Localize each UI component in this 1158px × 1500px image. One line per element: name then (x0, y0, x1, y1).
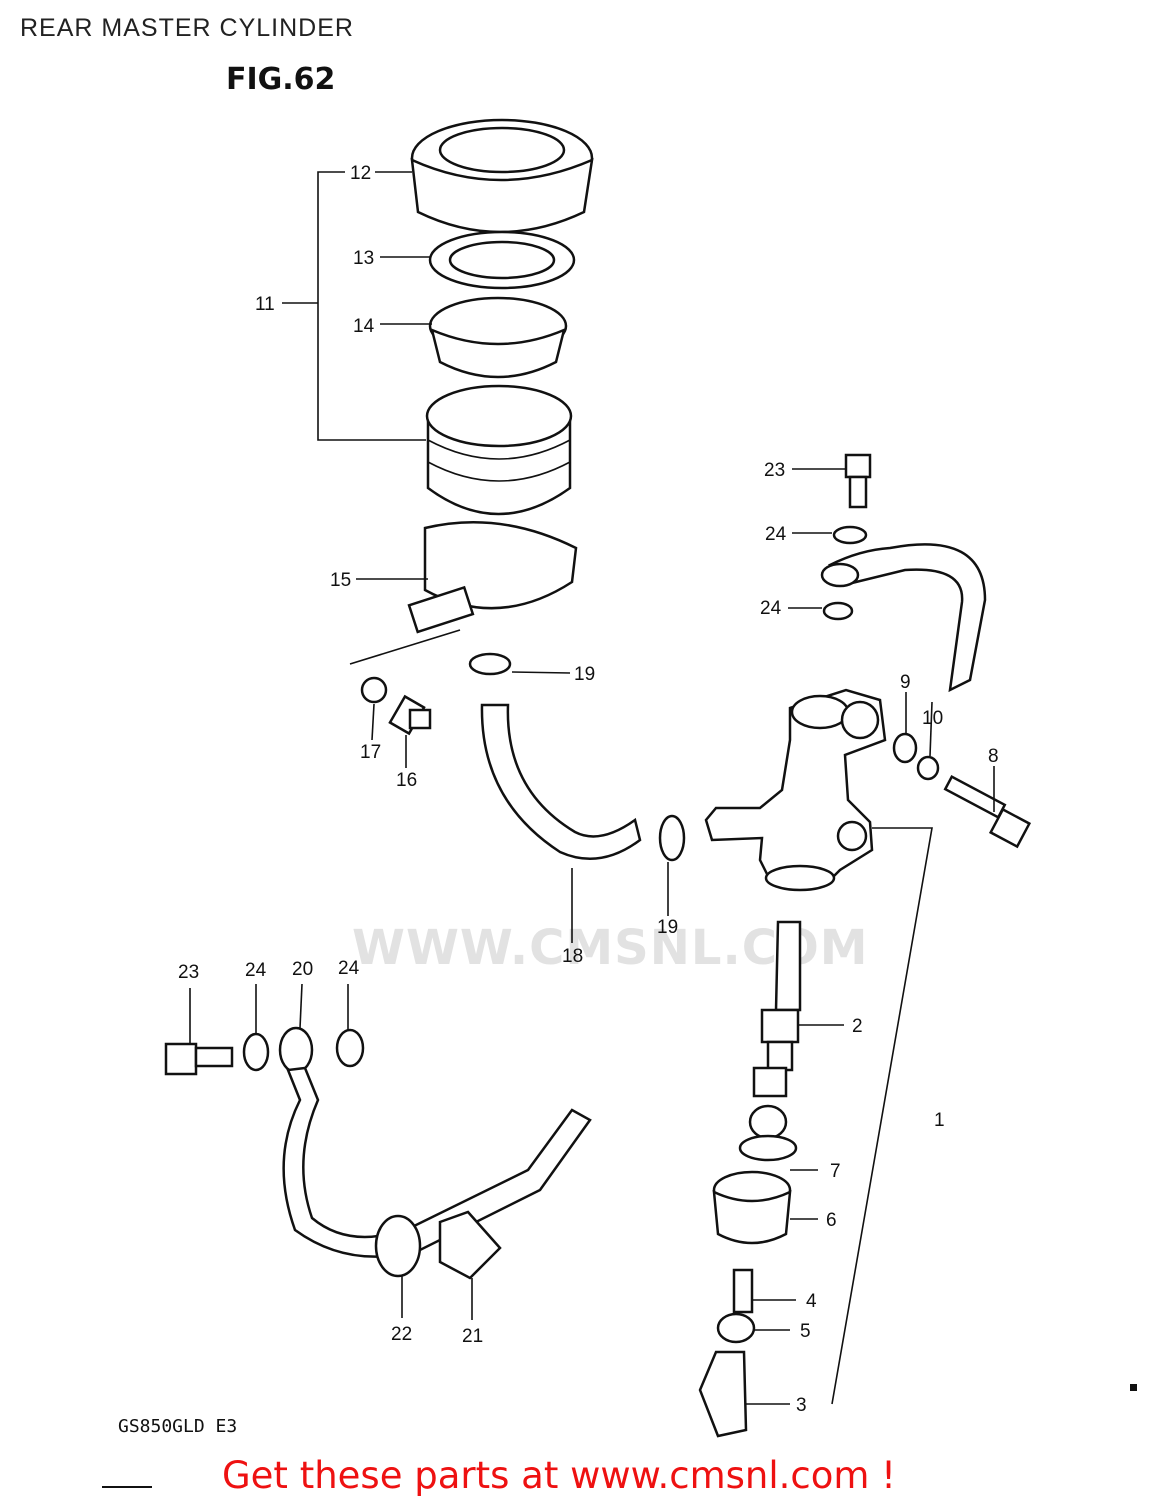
callout-9: 9 (900, 672, 911, 693)
callout-13: 13 (353, 248, 374, 269)
callout-8: 8 (988, 746, 999, 767)
diaphragm (428, 296, 568, 379)
callout-7: 7 (830, 1161, 841, 1182)
corner-mark (1130, 1384, 1137, 1391)
hose-clamp-upper (468, 652, 512, 676)
leader-lines (189, 171, 995, 1405)
callout-17: 17 (360, 742, 381, 763)
callout-18: 18 (562, 946, 583, 967)
assembly-bracket-1 (831, 827, 933, 1405)
clevis-3 (698, 1350, 748, 1438)
reservoir-cap (410, 118, 594, 234)
callout-12: 12 (350, 163, 371, 184)
hose-clamp-lower (658, 814, 686, 862)
callout-20: 20 (292, 959, 313, 980)
callout-24-lower-b: 24 (338, 958, 360, 979)
callout-15: 15 (330, 570, 351, 591)
reservoir-band (407, 520, 578, 634)
callout-24-upper-a: 24 (765, 524, 787, 545)
callout-10: 10 (922, 708, 943, 729)
hose-grommet (374, 1214, 422, 1278)
callout-24-lower-a: 24 (245, 960, 267, 981)
banjo-bolt-upper (844, 453, 872, 509)
master-cylinder-body (704, 688, 887, 892)
callout-19-upper: 19 (574, 664, 595, 685)
callout-1: 1 (934, 1110, 945, 1131)
callout-23-lower: 23 (178, 962, 199, 983)
washer-24-top-a (832, 525, 868, 545)
figure-number: FIG.62 (226, 62, 336, 97)
banjo-bolt-lower (164, 1042, 234, 1076)
washer-9 (892, 732, 918, 764)
model-code: GS850GLD E3 (118, 1416, 238, 1437)
callout-21: 21 (462, 1326, 483, 1347)
callout-14: 14 (353, 316, 375, 337)
bolt-8 (943, 775, 1032, 849)
page-title: REAR MASTER CYLINDER (20, 14, 354, 42)
callout-2: 2 (852, 1016, 863, 1037)
assembly-bracket-11 (317, 171, 426, 441)
washer-24-lower-b (335, 1028, 365, 1068)
adjuster-rod-4 (732, 1268, 754, 1314)
bolt-16 (388, 694, 432, 736)
lower-brake-hose (282, 1066, 592, 1258)
callout-11: 11 (255, 294, 275, 315)
callout-16: 16 (396, 770, 417, 791)
cmsnl-parts-link[interactable]: Get these parts at www.cmsnl.com ! (222, 1454, 897, 1497)
reservoir-hose (480, 703, 642, 860)
upper-brake-hose (827, 543, 987, 693)
callout-5: 5 (800, 1321, 811, 1342)
spring-piston (752, 920, 802, 1098)
banjo-fitting-20 (278, 1026, 314, 1074)
callout-numbers: 12 13 11 14 15 19 17 16 18 19 23 24 24 9… (178, 163, 999, 1416)
callout-22: 22 (391, 1324, 412, 1345)
locknut-5 (716, 1312, 756, 1344)
footer-divider (102, 1486, 152, 1488)
hose-bracket-21 (438, 1210, 502, 1280)
callout-19-lower: 19 (657, 917, 678, 938)
washer-24-lower-a (242, 1032, 270, 1072)
washer-17 (360, 676, 388, 704)
ring-10 (916, 755, 940, 781)
push-rod-assembly (712, 1104, 798, 1245)
callout-4: 4 (806, 1291, 817, 1312)
callout-3: 3 (796, 1395, 807, 1416)
callout-6: 6 (826, 1210, 837, 1231)
callout-23-upper: 23 (764, 460, 785, 481)
callout-24-upper-b: 24 (760, 598, 782, 619)
washer-24-top-b (822, 601, 854, 621)
reservoir-body (425, 384, 573, 516)
